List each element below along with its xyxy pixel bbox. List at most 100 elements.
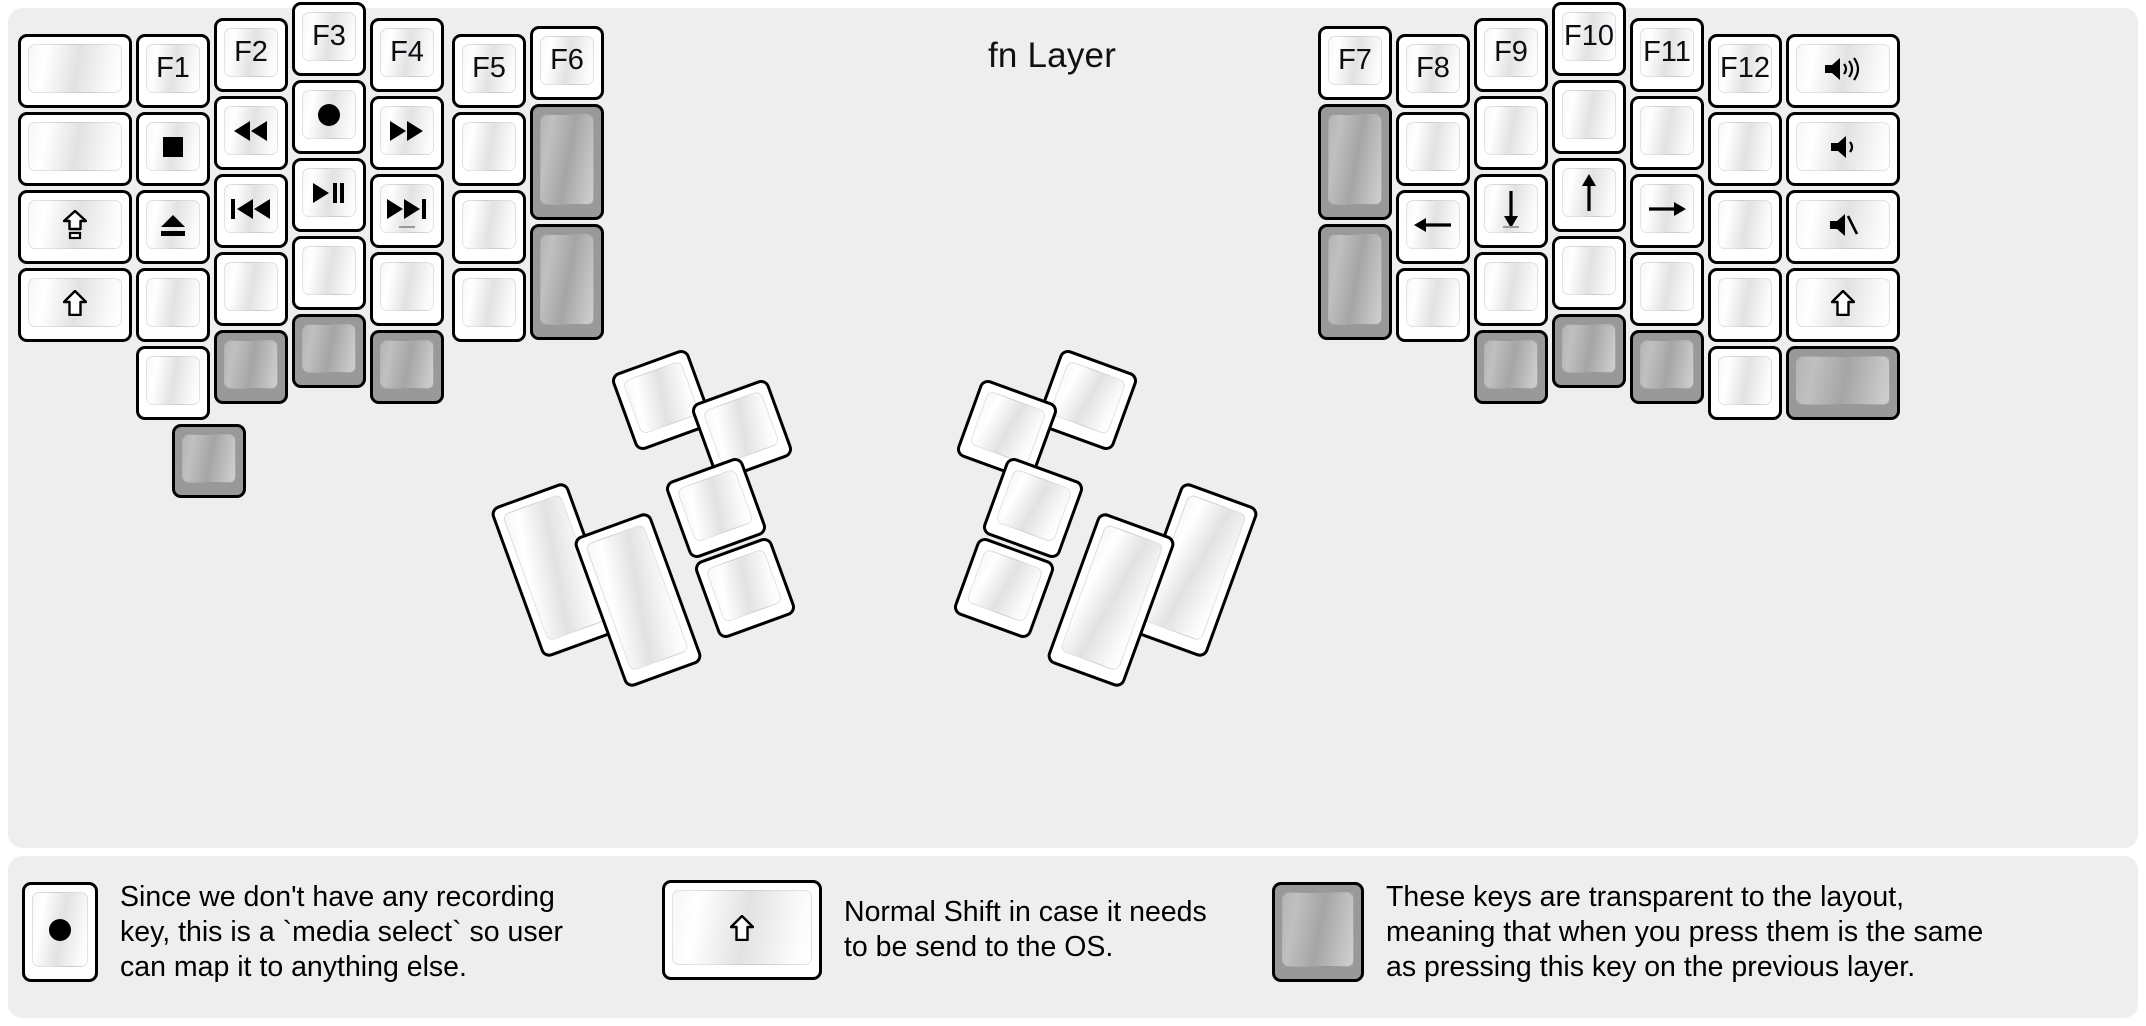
key-left-col-ring-0[interactable]: F2 <box>214 18 288 92</box>
key-left-col-pinky-outer-3[interactable] <box>18 268 132 342</box>
keycap-blank <box>967 550 1042 622</box>
key-left-col-pinky-2[interactable] <box>136 190 210 264</box>
keycap-face <box>28 122 122 171</box>
page-title: fn Layer <box>988 36 1117 75</box>
keycap-blank <box>463 123 515 170</box>
key-left-col-inner-most-0[interactable]: F6 <box>530 26 604 100</box>
key-right-col-far-right-3[interactable] <box>1786 268 1900 342</box>
keycap-face <box>224 340 278 389</box>
key-left-col-middle-0[interactable]: F3 <box>292 2 366 76</box>
key-left-col-middle-3[interactable] <box>292 236 366 310</box>
key-right-col-ring-2[interactable] <box>1552 158 1626 232</box>
key-right-col-pinky-outer-1[interactable] <box>1708 112 1782 186</box>
keycap-face <box>380 262 434 311</box>
key-right-col-pinky-outer-2[interactable] <box>1708 190 1782 264</box>
keycap-label: F3 <box>312 20 346 52</box>
key-left-col-pinky-3[interactable] <box>136 268 210 342</box>
key-left-col-pinky-0[interactable]: F1 <box>136 34 210 108</box>
key-right-col-index-0[interactable]: F8 <box>1396 34 1470 108</box>
key-right-col-pinky-outer-4[interactable] <box>1708 346 1782 420</box>
key-left-col-index-inner-1[interactable] <box>452 112 526 186</box>
key-right-col-pinky-1[interactable] <box>1630 96 1704 170</box>
key-left-col-inner-most-1[interactable] <box>530 104 604 220</box>
key-right-col-middle-1[interactable] <box>1474 96 1548 170</box>
key-right-col-far-right-0[interactable] <box>1786 34 1900 108</box>
keycap-face: F10 <box>1562 12 1616 61</box>
key-right-col-middle-0[interactable]: F9 <box>1474 18 1548 92</box>
key-left-col-pinky-outer-0[interactable] <box>18 34 132 108</box>
keycap-blank <box>996 470 1071 542</box>
keycap-face: F3 <box>302 12 356 61</box>
keycap-face <box>1718 278 1772 327</box>
key-left-col-pinky-transparent[interactable] <box>172 424 246 498</box>
key-left-col-index-inner-3[interactable] <box>452 268 526 342</box>
key-right-col-index-3[interactable] <box>1396 268 1470 342</box>
key-right-col-ring-0[interactable]: F10 <box>1552 2 1626 76</box>
key-right-col-index-inner-2[interactable] <box>1318 224 1392 340</box>
key-left-col-pinky-outer-1[interactable] <box>18 112 132 186</box>
key-left-col-index-4[interactable] <box>370 330 444 404</box>
key-left-col-inner-most-2[interactable] <box>530 224 604 340</box>
key-right-col-far-right-2[interactable] <box>1786 190 1900 264</box>
keycap-label: F4 <box>390 36 424 68</box>
key-right-col-pinky-0[interactable]: F11 <box>1630 18 1704 92</box>
key-left-col-ring-3[interactable] <box>214 252 288 326</box>
media-prev-track-icon <box>225 185 277 232</box>
key-left-col-index-inner-2[interactable] <box>452 190 526 264</box>
key-right-col-pinky-4[interactable] <box>1630 330 1704 404</box>
legend-keycap-blank <box>1283 893 1353 966</box>
key-left-col-index-2[interactable] <box>370 174 444 248</box>
key-right-col-index-inner-1[interactable] <box>1318 104 1392 220</box>
key-right-col-pinky-outer-0[interactable]: F12 <box>1708 34 1782 108</box>
keycap-face <box>146 278 200 327</box>
keycap-blank <box>1719 123 1771 170</box>
key-left-col-ring-2[interactable] <box>214 174 288 248</box>
keycap-face <box>1640 184 1694 233</box>
key-right-col-pinky-2[interactable] <box>1630 174 1704 248</box>
arrow-left-icon <box>1407 201 1459 248</box>
key-left-col-index-1[interactable] <box>370 96 444 170</box>
keycap-face <box>1796 356 1890 405</box>
keycap-face <box>462 278 516 327</box>
media-record-icon <box>33 893 87 966</box>
key-right-col-ring-4[interactable] <box>1552 314 1626 388</box>
key-left-col-middle-4[interactable] <box>292 314 366 388</box>
keycap-blank <box>1641 263 1693 310</box>
keycap-face: F9 <box>1484 28 1538 77</box>
key-left-col-ring-1[interactable] <box>214 96 288 170</box>
key-left-col-index-0[interactable]: F4 <box>370 18 444 92</box>
key-left-col-index-3[interactable] <box>370 252 444 326</box>
keycap-face <box>1718 356 1772 405</box>
keycap-face <box>1484 262 1538 311</box>
key-right-col-index-2[interactable] <box>1396 190 1470 264</box>
keycap-face <box>28 278 122 327</box>
legend-description: Since we don't have any recording key, t… <box>120 881 563 983</box>
key-left-col-pinky-4[interactable] <box>136 346 210 420</box>
key-right-col-pinky-outer-3[interactable] <box>1708 268 1782 342</box>
arrow-down-icon <box>1485 185 1537 232</box>
key-left-col-index-inner-0[interactable]: F5 <box>452 34 526 108</box>
key-right-col-far-right-4[interactable] <box>1786 346 1900 420</box>
keycap-face <box>1406 278 1460 327</box>
keycap-face <box>1328 234 1382 325</box>
key-left-col-pinky-1[interactable] <box>136 112 210 186</box>
key-right-col-pinky-3[interactable] <box>1630 252 1704 326</box>
keycap-face: F11 <box>1640 28 1694 77</box>
key-left-col-ring-4[interactable] <box>214 330 288 404</box>
keycap-face <box>182 434 236 483</box>
key-right-col-middle-2[interactable] <box>1474 174 1548 248</box>
key-left-col-pinky-outer-2[interactable] <box>18 190 132 264</box>
key-right-col-index-inner-0[interactable]: F7 <box>1318 26 1392 100</box>
keycap-face <box>1562 168 1616 217</box>
key-right-col-middle-4[interactable] <box>1474 330 1548 404</box>
key-left-col-middle-2[interactable] <box>292 158 366 232</box>
key-right-col-index-1[interactable] <box>1396 112 1470 186</box>
key-right-col-ring-3[interactable] <box>1552 236 1626 310</box>
key-right-col-far-right-1[interactable] <box>1786 112 1900 186</box>
key-right-col-middle-3[interactable] <box>1474 252 1548 326</box>
key-left-col-middle-1[interactable] <box>292 80 366 154</box>
keycap-face <box>676 468 755 544</box>
key-right-col-ring-1[interactable] <box>1552 80 1626 154</box>
keycap-blank <box>1050 362 1125 434</box>
